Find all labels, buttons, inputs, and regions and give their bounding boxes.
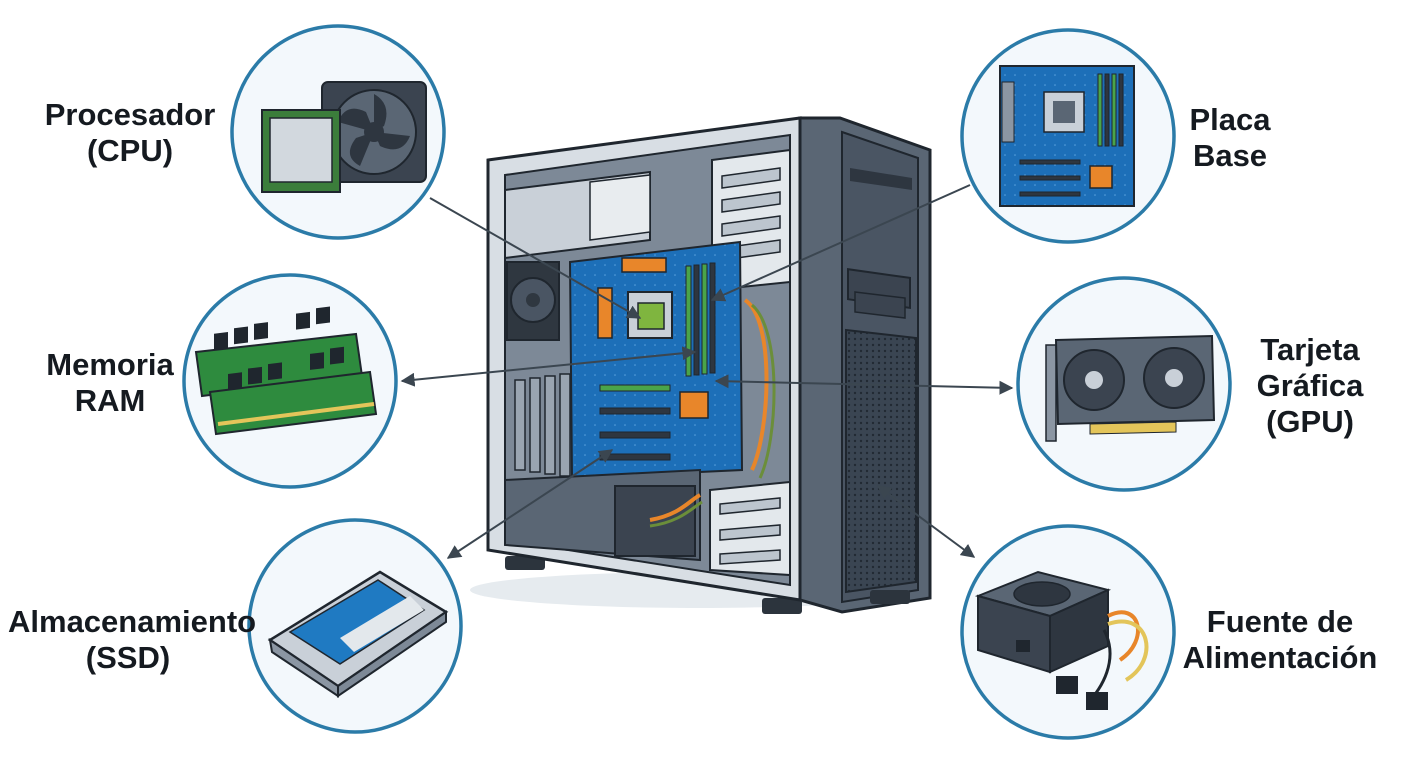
- psu-illustration: [960, 524, 1176, 740]
- label-cpu: Procesador (CPU): [30, 97, 230, 169]
- arrow-ram: [400, 346, 697, 387]
- label-cpu-line2: (CPU): [86, 133, 174, 168]
- label-ssd-line2: (SSD): [85, 640, 171, 675]
- label-gpu: Tarjeta Gráfica (GPU): [1240, 332, 1380, 440]
- label-motherboard-line2: Base: [1192, 138, 1268, 173]
- label-psu-line2: Alimentación: [1182, 640, 1378, 675]
- pc-case: [470, 116, 932, 614]
- connector-arrows: [400, 184, 1014, 559]
- label-gpu-line3: (GPU): [1266, 404, 1354, 439]
- label-psu-line1: Fuente de: [1206, 604, 1354, 639]
- label-ssd: Almacenamiento (SSD): [8, 604, 257, 676]
- label-cpu-line1: Procesador: [44, 97, 216, 132]
- ssd-illustration: [247, 518, 463, 734]
- label-ram-line1: Memoria: [46, 347, 174, 382]
- label-gpu-line1: Tarjeta: [1260, 332, 1360, 367]
- label-motherboard: Placa Base: [1160, 102, 1300, 174]
- arrow-psu: [876, 485, 976, 558]
- gpu-illustration: [1016, 276, 1232, 492]
- arrow-motherboard: [710, 184, 971, 302]
- ram-illustration: [182, 273, 398, 489]
- arrow-cpu: [429, 197, 642, 319]
- label-ram-line2: RAM: [74, 383, 146, 418]
- label-motherboard-line1: Placa: [1189, 102, 1271, 137]
- label-psu: Fuente de Alimentación: [1175, 604, 1385, 676]
- arrow-ssd: [446, 449, 614, 559]
- arrow-gpu: [714, 374, 1014, 395]
- label-gpu-line2: Gráfica: [1256, 368, 1364, 403]
- label-ssd-line1: Almacenamiento: [8, 604, 257, 639]
- cpu-illustration: [230, 24, 446, 240]
- label-ram: Memoria RAM: [20, 347, 200, 419]
- motherboard-illustration: [960, 28, 1176, 244]
